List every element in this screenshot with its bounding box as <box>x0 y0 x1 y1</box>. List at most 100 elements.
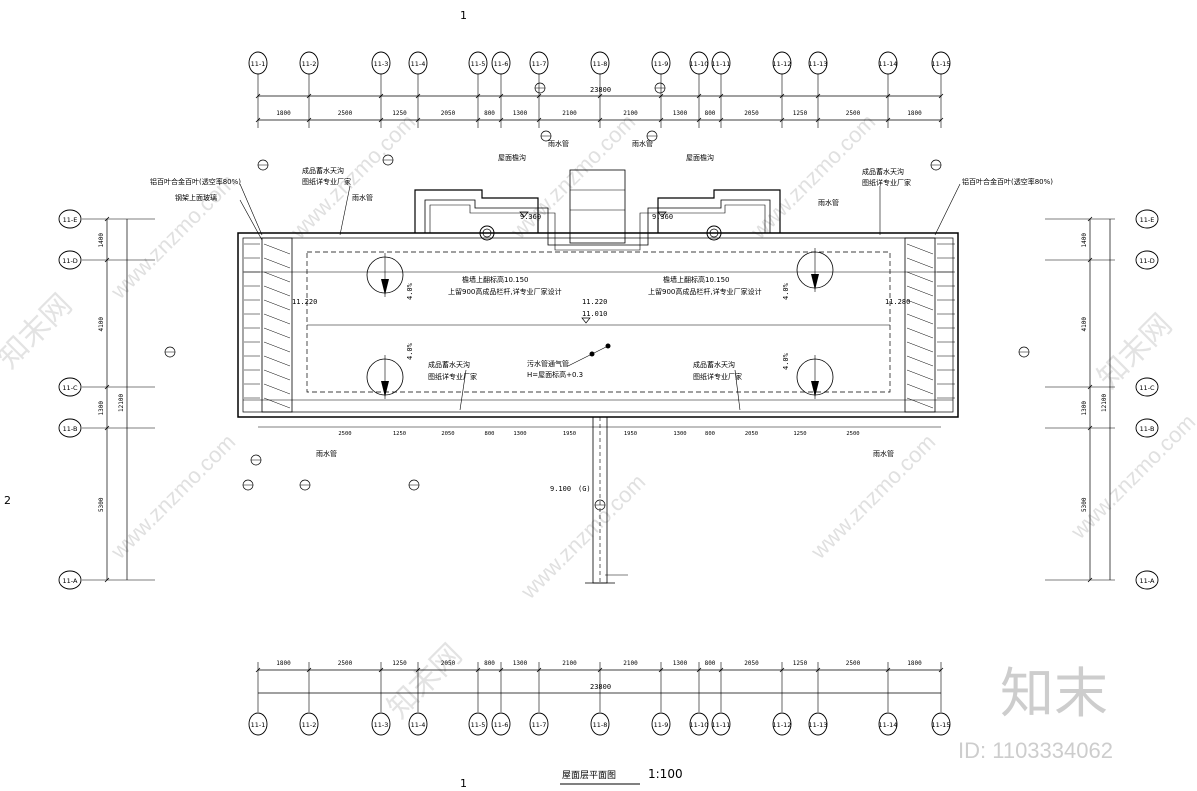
axis-bubble-bottom <box>408 712 428 736</box>
axis-bubble-left <box>58 377 82 397</box>
axis-bubble-bottom <box>931 712 951 736</box>
watermark-site-text: www.znzmo.com <box>105 429 240 564</box>
louver-slat-right <box>906 397 934 409</box>
axis-bubble-bottom <box>878 712 898 736</box>
dim-plan-bottom-value: 1300 <box>513 431 526 437</box>
tank-mid-left-2: 图纸详专业厂家 <box>428 372 477 381</box>
dim-tick <box>885 93 891 99</box>
dim-tick <box>696 667 702 673</box>
drawing-title: 屋面层平面图 <box>562 770 616 781</box>
axis-label-top: 11-1 <box>251 60 266 68</box>
dim-bottom-value: 2100 <box>623 660 638 667</box>
vent-pipe-line1: 污水管通气管 <box>527 359 569 368</box>
section-mark-left: 2 <box>4 494 11 507</box>
louver-slat-left <box>263 383 291 395</box>
dim-right-value: 5300 <box>1081 497 1088 512</box>
axis-label-bottom: 11-11 <box>712 721 731 729</box>
axis-label-left: 11-A <box>63 577 78 585</box>
dim-tick <box>779 117 785 123</box>
downpipe-circle <box>706 225 722 241</box>
top-elev-left: 檐墙上翻标高10.150 <box>462 275 529 284</box>
slope-3: 4.0% <box>782 282 790 300</box>
dim-tick <box>498 93 504 99</box>
dim-tick <box>255 93 261 99</box>
axis-bubble-bottom <box>299 712 319 736</box>
axis-label-bottom: 11-14 <box>879 721 898 729</box>
level-mark <box>581 317 591 324</box>
dim-plan-bottom-value: 1300 <box>673 431 686 437</box>
roof-gutter-label-left: 屋面檐沟 <box>498 153 526 162</box>
drawing-scale: 1:100 <box>648 767 683 781</box>
dim-tick <box>415 93 421 99</box>
note-leader <box>934 183 961 236</box>
dim-bottom-value: 1300 <box>673 660 688 667</box>
gutter-inner-left <box>424 199 600 246</box>
axis-bubble-top <box>529 51 549 75</box>
dim-tick <box>1087 577 1093 583</box>
axis-label-bottom: 11-4 <box>411 721 426 729</box>
dim-left-value: 4100 <box>98 317 105 332</box>
axis-label-bottom: 11-2 <box>302 721 317 729</box>
dim-top-value: 2050 <box>744 110 759 117</box>
louver-slat-right <box>906 383 934 395</box>
dim-top-value: 2100 <box>623 110 638 117</box>
dim-top-value: 2500 <box>338 110 353 117</box>
watermark-brand-text: 知末网 <box>1092 308 1179 395</box>
dim-tick <box>815 117 821 123</box>
slope-4: 4.0% <box>782 352 790 370</box>
axis-bubble-bottom <box>651 712 671 736</box>
dim-bottom-value: 2050 <box>744 660 759 667</box>
louver-slat-left <box>263 369 291 381</box>
dim-left-total: 12100 <box>118 394 125 412</box>
axis-label-bottom: 11-3 <box>374 721 389 729</box>
level-center-2: 11.010 <box>582 310 607 318</box>
axis-label-bottom: 11-5 <box>471 721 486 729</box>
downpipe-label-6: 雨水管 <box>873 449 894 458</box>
watermark-logo: 知末 <box>1000 664 1108 724</box>
tank-right-line2: 图纸详专业厂家 <box>862 178 911 187</box>
dim-tick <box>1087 257 1093 263</box>
axis-label-bottom: 11-7 <box>532 721 547 729</box>
dim-bottom-value: 2100 <box>562 660 577 667</box>
downpipe-inner <box>482 228 492 238</box>
slope-1: 4.0% <box>406 282 414 300</box>
left-louver-panel <box>261 237 293 413</box>
level-gutter-left: 9.360 <box>520 213 541 221</box>
axis-bubble-top <box>651 51 671 75</box>
axis-bubble-bottom <box>772 712 792 736</box>
dim-tick <box>536 667 542 673</box>
downpipe-label-1: 雨水管 <box>352 193 373 202</box>
dim-tick <box>779 93 785 99</box>
axis-label-top: 11-6 <box>494 60 509 68</box>
dim-tick <box>1087 216 1093 222</box>
axis-bubble-bottom <box>248 712 268 736</box>
dim-tick <box>885 667 891 673</box>
axis-label-top: 11-14 <box>879 60 898 68</box>
note-leader <box>734 369 741 411</box>
downpipe-label-2: 雨水管 <box>548 139 569 148</box>
top-gutter-outline-right <box>657 189 781 233</box>
axis-label-bottom: 11-13 <box>809 721 828 729</box>
dim-top-value: 2050 <box>441 110 456 117</box>
dim-top-value: 800 <box>484 110 495 117</box>
axis-bubble-left <box>58 570 82 590</box>
dim-tick <box>536 93 542 99</box>
dim-bottom-value: 800 <box>484 660 495 667</box>
louver-slat-right <box>906 257 934 269</box>
axis-bubble-top <box>590 51 610 75</box>
dim-bottom-value: 2500 <box>846 660 861 667</box>
level-canopy: 9.100 <box>550 485 571 493</box>
dim-plan-bottom-value: 800 <box>705 431 715 437</box>
axis-label-top: 11-3 <box>374 60 389 68</box>
dim-tick <box>378 667 384 673</box>
dim-plan-bottom-value: 1950 <box>624 431 637 437</box>
dim-top-value: 1300 <box>673 110 688 117</box>
louver-note-left: 铝百叶合金百叶(透空率80%) <box>150 177 241 186</box>
louver-slat-left <box>263 341 291 353</box>
downpipe-label-4: 雨水管 <box>818 198 839 207</box>
section-mark-bottom: 1 <box>460 777 467 790</box>
annotation-text: 1 1 2 屋面层平面图 1:100 23800 23800 铝百叶合金百叶(透… <box>4 9 1053 790</box>
downpipe-circle <box>479 225 495 241</box>
level-center-1: 11.220 <box>582 298 607 306</box>
dim-plan-bottom-value: 2050 <box>745 431 758 437</box>
